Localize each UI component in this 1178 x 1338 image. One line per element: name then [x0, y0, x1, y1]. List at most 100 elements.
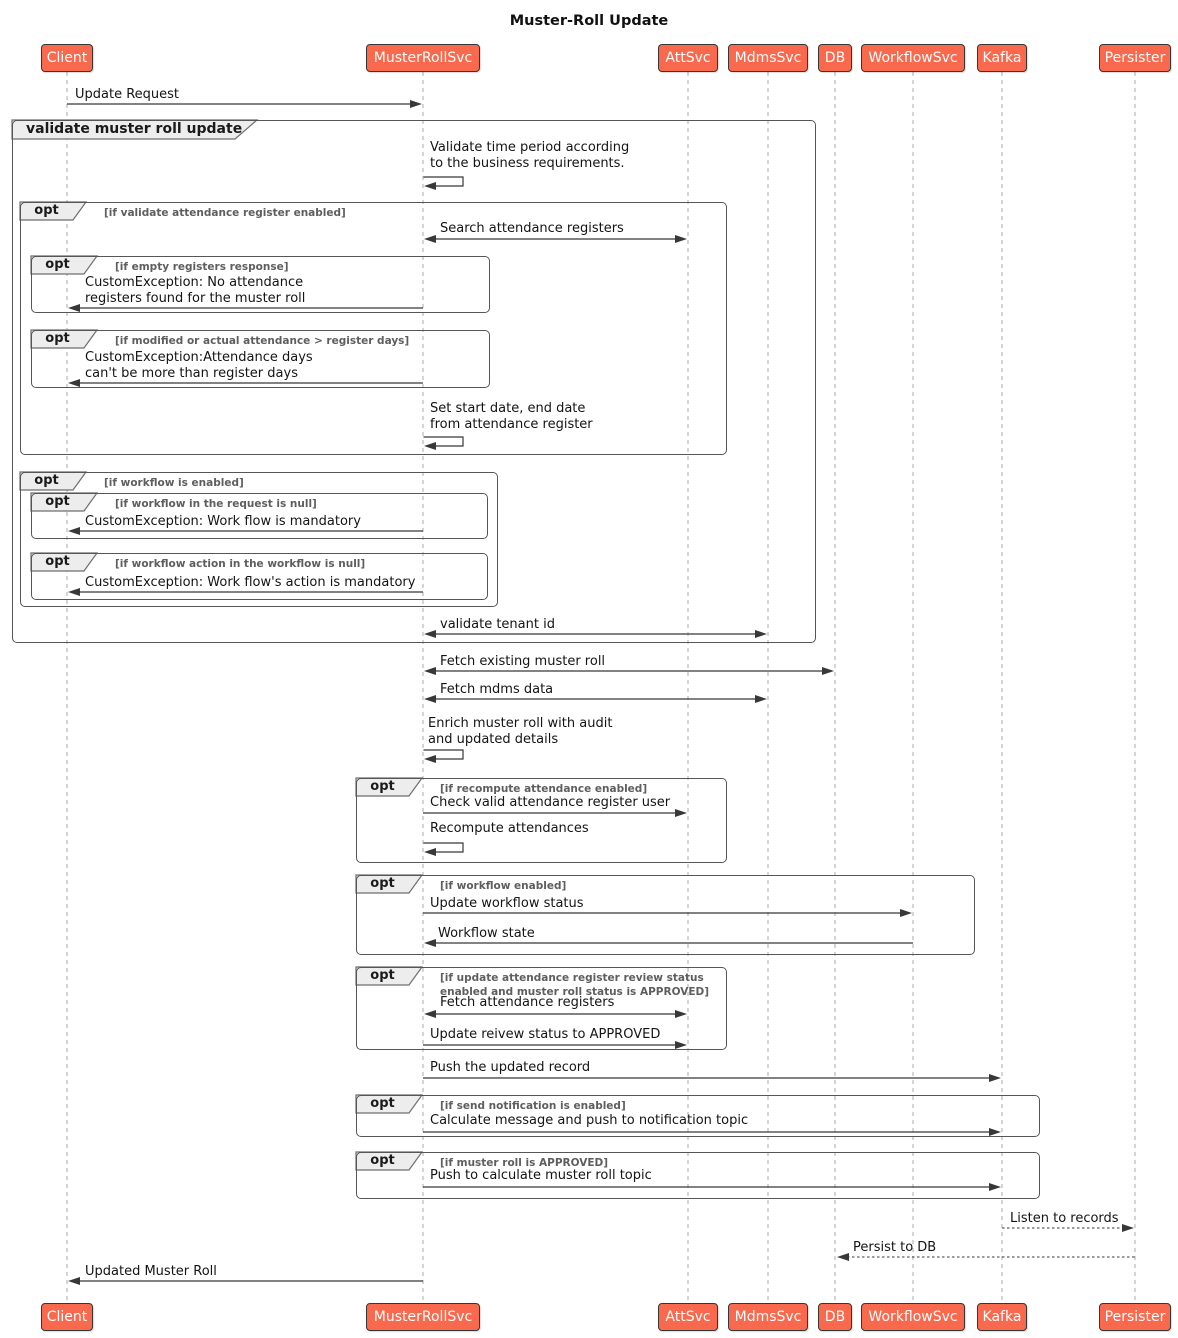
participant-db-top: DB	[818, 44, 852, 72]
opt-keyword: opt	[370, 876, 395, 891]
message-workflow-state: Workflow state	[438, 926, 535, 941]
participant-attsvc-bottom: AttSvc	[658, 1303, 718, 1331]
participant-musterrollsvc-bottom: MusterRollSvc	[366, 1303, 480, 1331]
opt-keyword: opt	[45, 257, 70, 272]
message-recompute-attendances: Recompute attendances	[430, 821, 589, 836]
opt-keyword: opt	[370, 1153, 395, 1168]
participant-musterrollsvc-top: MusterRollSvc	[366, 44, 480, 72]
arrow-set-start-end-date-self	[423, 436, 464, 450]
participant-persister-bottom: Persister	[1099, 1303, 1171, 1331]
message-fetch-attendance-registers: Fetch attendance registers	[440, 995, 615, 1010]
arrow-exception-workflow-action-mandatory	[68, 588, 423, 596]
arrow-update-workflow-status	[423, 909, 912, 917]
opt-guard-workflow-is-enabled: [if workflow is enabled]	[104, 477, 244, 489]
message-push-calculate-topic: Push to calculate muster roll topic	[430, 1168, 652, 1183]
opt-keyword: opt	[370, 968, 395, 983]
participant-kafka-top: Kafka	[977, 44, 1027, 72]
opt-frame-empty-registers	[31, 256, 490, 313]
opt-keyword: opt	[370, 1096, 395, 1111]
message-validate-tenant-id: validate tenant id	[440, 617, 555, 632]
opt-frame-workflow-null	[31, 493, 488, 539]
participant-client-bottom: Client	[41, 1303, 93, 1331]
arrow-update-review-status	[423, 1041, 687, 1049]
message-updated-muster-roll: Updated Muster Roll	[85, 1264, 217, 1279]
arrow-fetch-mdms-data	[424, 695, 767, 703]
participant-kafka-bottom: Kafka	[977, 1303, 1027, 1331]
message-exception-workflow-mandatory: CustomException: Work flow is mandatory	[85, 514, 361, 529]
opt-frame-attendance-days	[31, 330, 490, 388]
participant-workflowsvc-top: WorkflowSvc	[861, 44, 965, 72]
arrow-fetch-attendance-registers	[424, 1010, 687, 1018]
participant-workflowsvc-bottom: WorkflowSvc	[861, 1303, 965, 1331]
opt-guard-send-notification: [if send notification is enabled]	[440, 1100, 626, 1112]
opt-frame-workflow-is-enabled	[20, 472, 498, 607]
message-calculate-message-push: Calculate message and push to notificati…	[430, 1113, 749, 1128]
message-fetch-existing-muster-roll: Fetch existing muster roll	[440, 654, 606, 669]
opt-guard-muster-roll-approved: [if muster roll is APPROVED]	[440, 1157, 609, 1169]
message-exception-workflow-action-mandatory: CustomException: Work flow's action is m…	[85, 575, 416, 590]
opt-frame-send-notification	[356, 1095, 1040, 1137]
opt-frame-muster-roll-approved	[356, 1152, 1040, 1199]
opt-guard-review-status: [if update attendance register review st…	[440, 972, 710, 998]
message-push-updated-record: Push the updated record	[430, 1060, 591, 1075]
opt-guard-empty-registers: [if empty registers response]	[115, 261, 289, 273]
participant-db-bottom: DB	[818, 1303, 852, 1331]
participant-mdmssvc-bottom: MdmsSvc	[728, 1303, 808, 1331]
message-update-request: Update Request	[75, 87, 180, 102]
opt-keyword: opt	[45, 554, 70, 569]
opt-keyword: opt	[370, 779, 395, 794]
arrow-listen-to-records	[1002, 1224, 1134, 1232]
arrow-calculate-message-push	[423, 1128, 1001, 1136]
group-frame-validate-muster-roll-update	[12, 120, 816, 643]
message-exception-attendance-days: CustomException:Attendance days can't be…	[85, 350, 313, 381]
arrow-check-valid-register-user	[423, 809, 687, 817]
message-enrich-muster-roll: Enrich muster roll with audit and update…	[428, 716, 613, 747]
arrow-validate-time-period-self	[423, 176, 464, 190]
opt-guard-workflow-action-null: [if workflow action in the workflow is n…	[115, 558, 366, 570]
arrow-persist-to-db	[837, 1253, 1135, 1261]
message-update-workflow-status: Update workflow status	[430, 896, 584, 911]
opt-guard-workflow-enabled: [if workflow enabled]	[440, 880, 567, 892]
participant-persister-top: Persister	[1099, 44, 1171, 72]
opt-keyword: opt	[45, 331, 70, 346]
arrow-updated-muster-roll	[68, 1277, 423, 1285]
message-fetch-mdms-data: Fetch mdms data	[440, 682, 554, 697]
lifelines	[66, 72, 1136, 1303]
opt-guard-validate-attendance-register: [if validate attendance register enabled…	[104, 207, 346, 219]
arrow-enrich-muster-roll-self	[423, 749, 464, 763]
message-arrows	[67, 100, 1135, 1285]
opt-guard-recompute-attendance: [if recompute attendance enabled]	[440, 783, 648, 795]
arrow-workflow-state	[424, 939, 913, 947]
arrow-push-calculate-topic	[423, 1183, 1001, 1191]
message-set-start-end-date: Set start date, end date from attendance…	[430, 401, 593, 432]
diagram-title: Muster-Roll Update	[509, 13, 669, 29]
arrow-validate-tenant-id	[424, 630, 767, 638]
group-frame-label: validate muster roll update	[26, 121, 243, 137]
arrow-recompute-attendances-self	[423, 842, 464, 856]
arrow-exception-attendance-days	[68, 379, 423, 387]
opt-keyword: opt	[45, 494, 70, 509]
opt-guard-attendance-days: [if modified or actual attendance > regi…	[115, 335, 410, 347]
opt-guard-workflow-null: [if workflow in the request is null]	[115, 498, 317, 510]
message-validate-time-period: Validate time period according to the bu…	[430, 140, 630, 171]
message-persist-to-db: Persist to DB	[853, 1240, 937, 1255]
arrow-update-request	[67, 100, 422, 108]
arrow-exception-workflow-mandatory	[68, 527, 423, 535]
opt-keyword: opt	[34, 473, 59, 488]
arrow-fetch-existing-muster-roll	[424, 667, 834, 675]
message-check-valid-register-user: Check valid attendance register user	[430, 795, 671, 810]
opt-keyword: opt	[34, 203, 59, 218]
message-exception-no-registers: CustomException: No attendance registers…	[85, 275, 306, 306]
arrow-search-attendance-registers	[424, 235, 687, 243]
arrow-push-updated-record	[423, 1074, 1001, 1082]
opt-frame-validate-attendance-register	[20, 202, 727, 455]
opt-frame-recompute-attendance	[356, 778, 727, 863]
participant-client-top: Client	[41, 44, 93, 72]
participant-mdmssvc-top: MdmsSvc	[728, 44, 808, 72]
opt-frame-workflow-action-null	[31, 553, 488, 600]
opt-frame-workflow-enabled	[356, 875, 975, 955]
message-update-review-status: Update reivew status to APPROVED	[430, 1027, 661, 1042]
participant-attsvc-top: AttSvc	[658, 44, 718, 72]
message-listen-to-records: Listen to records	[1010, 1211, 1119, 1226]
